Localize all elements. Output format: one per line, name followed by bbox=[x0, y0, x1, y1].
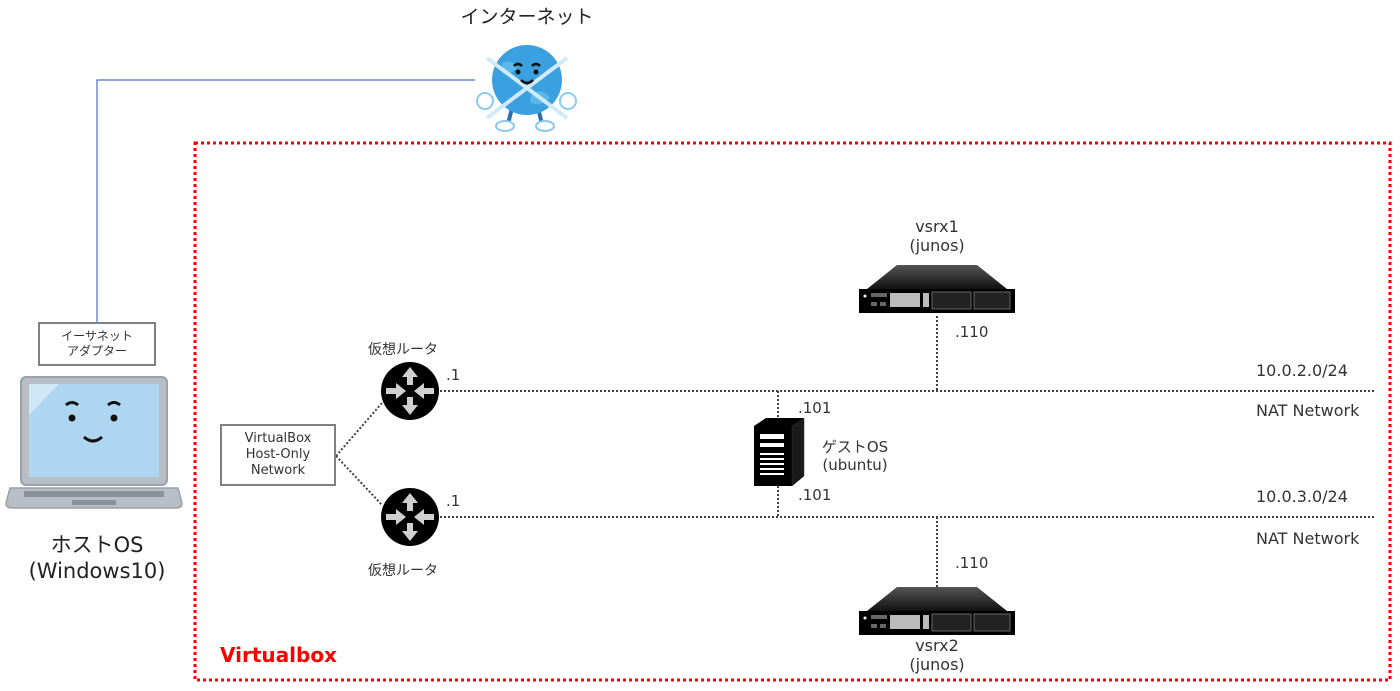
network1-type: NAT Network bbox=[1256, 401, 1360, 420]
internet-label: インターネット bbox=[460, 6, 594, 28]
network2-cidr: 10.0.3.0/24 bbox=[1256, 487, 1348, 506]
guest-ip-bottom: .101 bbox=[798, 486, 832, 504]
vsrx2-label: vsrx2 (junos) bbox=[909, 636, 964, 674]
ethernet-adapter-box: イーサネット アダプター bbox=[38, 322, 156, 366]
host-only-line1: VirtualBox bbox=[244, 430, 312, 446]
adapter-label-line1: イーサネット bbox=[61, 329, 133, 343]
router2-ip: .1 bbox=[446, 492, 461, 510]
guest-os-name: ゲストOS bbox=[821, 438, 889, 456]
guest-os-version: (ubuntu) bbox=[822, 456, 888, 474]
vsrx1-os: (junos) bbox=[909, 236, 965, 256]
host-only-line3: Network bbox=[250, 463, 306, 479]
rack-firewall-icon[interactable] bbox=[857, 263, 1017, 315]
adapter-label-line2: アダプター bbox=[66, 344, 127, 358]
globe-character-icon bbox=[476, 45, 577, 132]
hostonly-to-router1-link bbox=[335, 402, 383, 457]
guest-ip-top: .101 bbox=[798, 399, 832, 417]
vsrx1-label: vsrx1 (junos) bbox=[909, 217, 964, 255]
host-os-name: ホストOS bbox=[50, 533, 144, 557]
host-only-network-box: VirtualBox Host-Only Network bbox=[220, 424, 336, 486]
network2-type: NAT Network bbox=[1256, 529, 1360, 548]
router-icon[interactable] bbox=[380, 361, 440, 421]
vsrx2-name: vsrx2 bbox=[915, 636, 959, 655]
virtualbox-boundary bbox=[193, 141, 1392, 682]
uplink-line bbox=[96, 79, 475, 322]
router1-ip: .1 bbox=[446, 366, 461, 384]
vsrx1-ip: .110 bbox=[955, 323, 989, 341]
host-os-version: (Windows10) bbox=[28, 559, 166, 584]
virtualbox-title: Virtualbox bbox=[220, 643, 337, 667]
network1-cidr: 10.0.2.0/24 bbox=[1256, 361, 1348, 380]
host-only-line2: Host-Only bbox=[245, 446, 311, 462]
guest-os-label: ゲストOS (ubuntu) bbox=[822, 438, 888, 474]
router2-label: 仮想ルータ bbox=[368, 563, 438, 579]
host-os-label: ホストOS (Windows10) bbox=[29, 532, 166, 585]
laptop-icon[interactable] bbox=[4, 375, 184, 518]
vsrx2-os: (junos) bbox=[909, 655, 965, 675]
router1-label: 仮想ルータ bbox=[368, 342, 438, 358]
vsrx1-name: vsrx1 bbox=[915, 217, 959, 236]
vsrx2-ip: .110 bbox=[955, 554, 989, 572]
rack-firewall-icon[interactable] bbox=[857, 585, 1017, 637]
router-icon[interactable] bbox=[380, 487, 440, 547]
hostonly-to-router2-link bbox=[335, 455, 383, 506]
server-tower-icon[interactable] bbox=[752, 416, 806, 488]
